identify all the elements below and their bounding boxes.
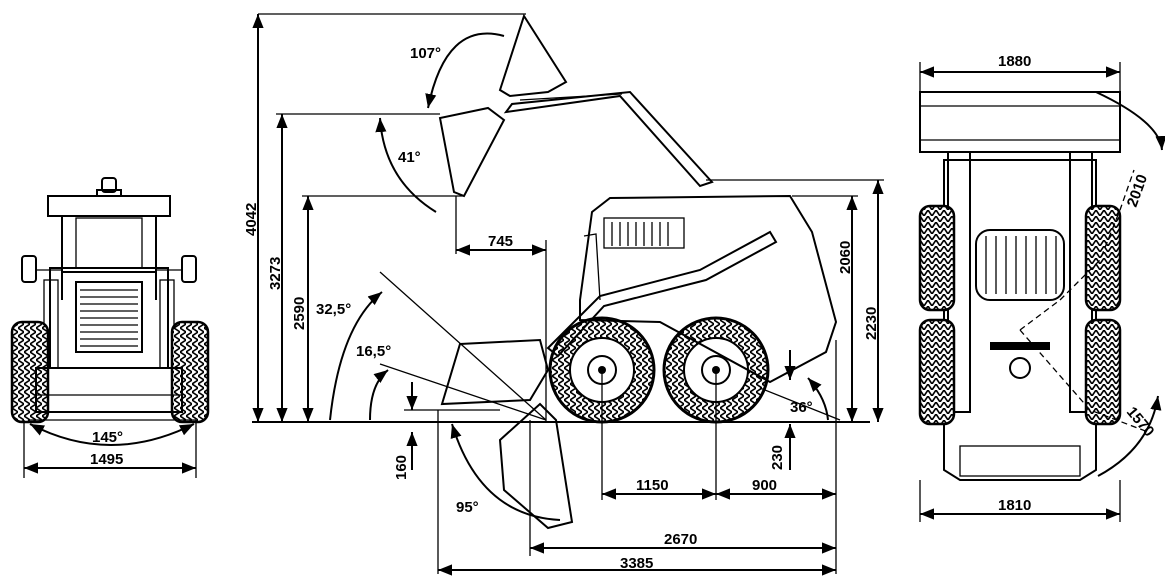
label-1570: 1570 bbox=[1123, 404, 1157, 440]
top-cab bbox=[975, 229, 1065, 301]
label-230: 230 bbox=[769, 445, 786, 470]
label-160: 160 bbox=[393, 455, 410, 480]
front-angle-label: 145° bbox=[92, 429, 123, 446]
label-36: 36° bbox=[790, 399, 813, 416]
front-bucket bbox=[35, 367, 183, 413]
label-41: 41° bbox=[398, 149, 421, 166]
arc-41 bbox=[375, 117, 437, 213]
label-900: 900 bbox=[752, 477, 777, 494]
bucket-ground-rollback bbox=[440, 338, 550, 406]
label-1880: 1880 bbox=[998, 53, 1031, 70]
cab-roof bbox=[47, 195, 171, 217]
label-2670: 2670 bbox=[664, 531, 697, 548]
mirror-right-icon bbox=[181, 255, 197, 283]
grille bbox=[75, 281, 143, 353]
front-right-tyre bbox=[170, 320, 210, 424]
top-bucket bbox=[919, 91, 1121, 153]
bucket-raised-rollback bbox=[498, 13, 568, 98]
label-745: 745 bbox=[488, 233, 513, 250]
top-tyre-rr bbox=[1084, 318, 1122, 426]
arc-2010 bbox=[1095, 91, 1165, 151]
label-107: 107° bbox=[410, 45, 441, 62]
side-view: 4042 3273 2590 745 2060 2230 107° 41° 32… bbox=[243, 13, 884, 576]
bucket-raised-dump bbox=[438, 106, 506, 198]
arc-165 bbox=[369, 369, 389, 421]
arc-95 bbox=[450, 423, 561, 521]
beacon-light bbox=[101, 177, 117, 193]
front-left-tyre bbox=[10, 320, 50, 424]
top-view: 1880 2010 1570 1810 bbox=[918, 53, 1165, 522]
label-1150: 1150 bbox=[636, 477, 669, 494]
lift-arm-raised bbox=[503, 90, 714, 188]
mirror-left-icon bbox=[21, 255, 37, 283]
top-tyre-fl bbox=[918, 204, 956, 312]
top-tyre-rl bbox=[918, 318, 956, 426]
label-3385: 3385 bbox=[620, 555, 653, 572]
label-95: 95° bbox=[456, 499, 479, 516]
front-view: 145° 1495 bbox=[10, 177, 210, 478]
top-tyre-fr bbox=[1084, 204, 1122, 312]
label-2230: 2230 bbox=[863, 307, 880, 340]
bucket-dig bbox=[498, 402, 574, 530]
label-1810: 1810 bbox=[998, 497, 1031, 514]
lift-arm-lowered bbox=[546, 230, 778, 358]
label-2590: 2590 bbox=[291, 297, 308, 330]
label-2060: 2060 bbox=[837, 241, 854, 274]
top-body bbox=[943, 159, 1097, 481]
arc-107 bbox=[425, 32, 505, 109]
machine-body bbox=[579, 194, 838, 384]
arc-1570 bbox=[1097, 395, 1162, 477]
arc-325 bbox=[329, 291, 383, 421]
top-fuel-cap bbox=[1009, 357, 1031, 379]
label-2010: 2010 bbox=[1124, 172, 1151, 209]
front-width-label: 1495 bbox=[90, 451, 123, 468]
label-325: 32,5° bbox=[316, 301, 351, 318]
label-4042: 4042 bbox=[243, 203, 260, 236]
label-165: 16,5° bbox=[356, 343, 391, 360]
front-turn-arc bbox=[29, 423, 195, 446]
arc-36 bbox=[807, 377, 829, 421]
cab-window bbox=[603, 217, 685, 249]
label-3273: 3273 bbox=[267, 257, 284, 290]
